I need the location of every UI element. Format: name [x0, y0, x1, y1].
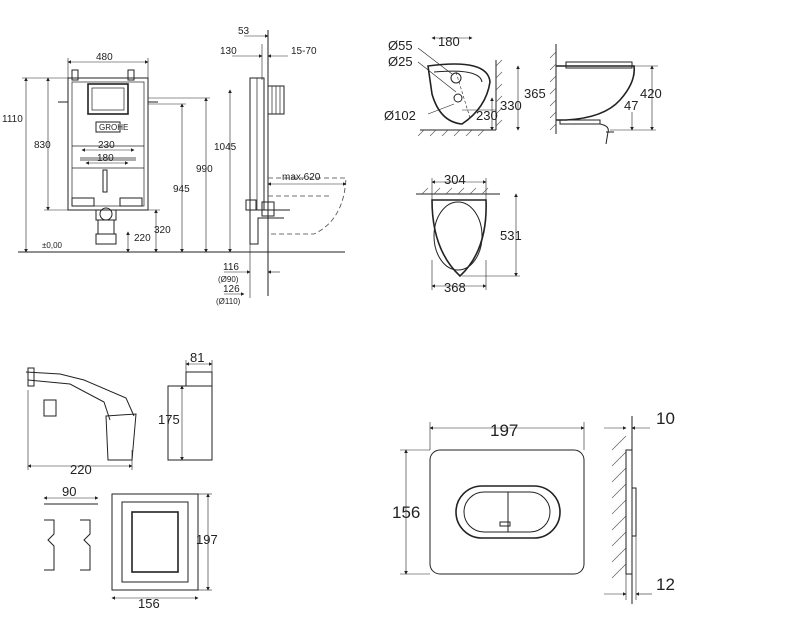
dim-d55: Ø55: [388, 38, 413, 53]
dim-max620: max.620: [282, 172, 321, 183]
dim-acc-156: 156: [138, 596, 160, 611]
dim-15-70: 15-70: [291, 46, 317, 57]
dim-945: 945: [173, 184, 190, 195]
dim-bowl-365: 365: [524, 86, 546, 101]
accessories-view: 220 81 175 90 197 156: [25, 350, 218, 611]
dim-acc-197: 197: [196, 532, 218, 547]
dim-116: 116: [223, 262, 239, 273]
svg-text:GROHE: GROHE: [99, 123, 128, 132]
flush-plate-view: 197 156 10 12: [392, 409, 675, 604]
dim-90: 90: [62, 484, 76, 499]
dim-126: 126: [223, 284, 240, 295]
plate-depth-12: 12: [656, 575, 675, 594]
dim-990: 990: [196, 164, 213, 175]
dim-bowl-330: 330: [500, 98, 522, 113]
dim-130: 130: [220, 46, 237, 57]
dim-420: 420: [640, 86, 662, 101]
zero-level: ±0,00: [42, 241, 63, 250]
dim-180: 180: [97, 153, 114, 164]
plate-width-197: 197: [490, 421, 518, 440]
dim-90: (Ø90): [218, 275, 239, 284]
dim-320: 320: [154, 225, 171, 236]
dim-81: 81: [190, 350, 204, 365]
dim-47: 47: [624, 98, 638, 113]
dim-bowl-230: 230: [476, 108, 498, 123]
frame-front-view: GROHE 480 1110 830 230 180 945: [2, 52, 345, 253]
plate-height-156: 156: [392, 503, 420, 522]
bowl-profile-view: 420 47: [549, 44, 662, 145]
frame-side-view: 53 130 15-70 max.620 116 (Ø90) 126 (Ø110…: [216, 26, 347, 306]
dim-304: 304: [444, 172, 466, 187]
dim-bowl-180: 180: [438, 34, 460, 49]
dim-175: 175: [158, 412, 180, 427]
plate-depth-10: 10: [656, 409, 675, 428]
dim-220: 220: [134, 233, 151, 244]
dim-230: 230: [98, 140, 115, 151]
dim-830: 830: [34, 140, 51, 151]
dim-480: 480: [96, 52, 113, 63]
dim-1045: 1045: [214, 142, 237, 153]
bowl-top-view: 304 531 368: [416, 172, 522, 295]
dim-110: (Ø110): [216, 297, 241, 306]
dim-531: 531: [500, 228, 522, 243]
dim-1110: 1110: [2, 114, 23, 125]
dim-368: 368: [444, 280, 466, 295]
bowl-side-view: 180 Ø55 Ø25 Ø102 330 365 230: [384, 34, 546, 137]
dim-d25: Ø25: [388, 54, 413, 69]
dim-acc-220: 220: [70, 462, 92, 477]
dim-53: 53: [238, 26, 250, 37]
dim-d102: Ø102: [384, 108, 416, 123]
